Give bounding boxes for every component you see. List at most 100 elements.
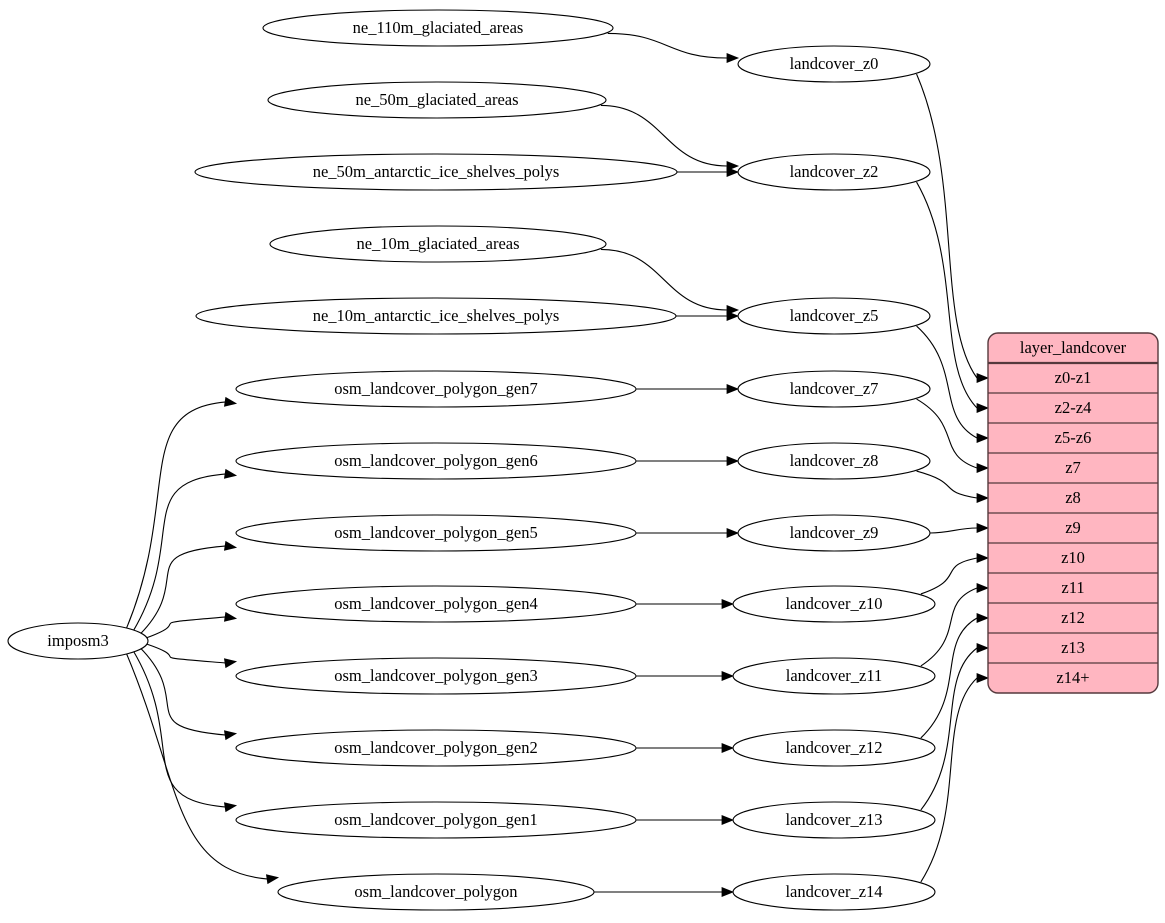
node-ellipse [732, 729, 936, 767]
node-osm_landcover_polygon_gen3[interactable]: osm_landcover_polygon_gen3 [235, 657, 637, 695]
node-osm_landcover_polygon_gen6[interactable]: osm_landcover_polygon_gen6 [235, 442, 637, 480]
node-ellipse [732, 801, 936, 839]
edge-arrowhead [721, 887, 735, 897]
node-ne_50m_glaciated_areas[interactable]: ne_50m_glaciated_areas [267, 81, 607, 119]
node-landcover_z2[interactable]: landcover_z2 [737, 153, 931, 191]
node-ellipse [262, 9, 614, 47]
edge-landcover_z0-to-z0-z1 [916, 73, 978, 379]
edge-arrowhead [223, 802, 238, 813]
edge-arrowhead [265, 874, 280, 885]
edge-arrowhead [721, 743, 735, 753]
edge-arrowhead [976, 463, 990, 473]
edge-arrowhead [223, 396, 238, 407]
edge-landcover_z12-to-z12 [920, 617, 978, 739]
edge-arrowhead [976, 403, 990, 413]
edge-landcover_z14-to-z14+ [920, 677, 978, 883]
node-ellipse [235, 657, 637, 695]
node-ellipse [737, 297, 931, 335]
node-ellipse [732, 585, 936, 623]
edge-arrowhead [726, 311, 740, 321]
node-osm_landcover_polygon_gen7[interactable]: osm_landcover_polygon_gen7 [235, 370, 637, 408]
edge-imposm3-to-osm_landcover_polygon_gen3 [144, 642, 227, 664]
node-landcover_z8[interactable]: landcover_z8 [737, 442, 931, 480]
edge-arrowhead [976, 553, 990, 563]
edge-arrowhead [976, 493, 990, 503]
node-ellipse [737, 514, 931, 552]
edge-arrowhead [721, 599, 735, 609]
node-ellipse [737, 153, 931, 191]
edge-arrowhead [976, 583, 990, 593]
edge-arrowhead [976, 373, 990, 383]
layer-landcover-table: layer_landcoverz0-z1z2-z4z5-z6z7z8z9z10z… [987, 332, 1159, 694]
node-osm_landcover_polygon_gen5[interactable]: osm_landcover_polygon_gen5 [235, 514, 637, 552]
edge-arrowhead [976, 643, 990, 653]
edge-arrowhead [223, 540, 238, 551]
node-ellipse [235, 514, 637, 552]
edge-imposm3-to-osm_landcover_polygon_gen2 [139, 647, 227, 736]
node-landcover_z13[interactable]: landcover_z13 [732, 801, 936, 839]
node-osm_landcover_polygon_gen4[interactable]: osm_landcover_polygon_gen4 [235, 585, 637, 623]
node-ellipse [732, 657, 936, 695]
edge-imposm3-to-osm_landcover_polygon_gen4 [144, 616, 227, 640]
node-landcover_z0[interactable]: landcover_z0 [737, 45, 931, 83]
node-ellipse [235, 370, 637, 408]
node-imposm3[interactable]: imposm3 [7, 622, 149, 660]
node-ellipse [235, 729, 637, 767]
edge-landcover_z10-to-z10 [920, 557, 978, 595]
edge-landcover_z5-to-z5-z6 [916, 325, 978, 439]
edge-landcover_z7-to-z7 [916, 398, 978, 469]
node-ellipse [277, 873, 595, 911]
node-osm_landcover_polygon_gen2[interactable]: osm_landcover_polygon_gen2 [235, 729, 637, 767]
edge-arrowhead [726, 167, 740, 177]
node-ne_110m_glaciated_areas[interactable]: ne_110m_glaciated_areas [262, 9, 614, 47]
edge-arrowhead [976, 523, 990, 533]
edge-arrowhead [721, 671, 735, 681]
node-ne_10m_glaciated_areas[interactable]: ne_10m_glaciated_areas [269, 225, 607, 263]
edge-landcover_z8-to-z8 [916, 470, 978, 499]
edge-arrowhead [726, 305, 740, 315]
node-landcover_z10[interactable]: landcover_z10 [732, 585, 936, 623]
edge-layer [125, 32, 990, 897]
node-landcover_z9[interactable]: landcover_z9 [737, 514, 931, 552]
node-ellipse [235, 585, 637, 623]
edge-arrowhead [223, 611, 238, 622]
node-ellipse [195, 297, 677, 335]
edge-imposm3-to-osm_landcover_polygon_gen7 [125, 401, 227, 629]
node-landcover_z7[interactable]: landcover_z7 [737, 370, 931, 408]
edge-ne_110m_glaciated_areas-to-landcover_z0 [607, 32, 728, 59]
edge-imposm3-to-osm_landcover_polygon_gen6 [132, 473, 227, 632]
node-ellipse [737, 442, 931, 480]
edge-arrowhead [223, 468, 238, 479]
node-ellipse [194, 153, 678, 191]
node-ne_50m_antarctic_ice_shelves_polys[interactable]: ne_50m_antarctic_ice_shelves_polys [194, 153, 678, 191]
node-landcover_z12[interactable]: landcover_z12 [732, 729, 936, 767]
node-ellipse [235, 801, 637, 839]
node-ellipse [737, 370, 931, 408]
node-osm_landcover_polygon[interactable]: osm_landcover_polygon [277, 873, 595, 911]
node-landcover_z5[interactable]: landcover_z5 [737, 297, 931, 335]
node-landcover_z14[interactable]: landcover_z14 [732, 873, 936, 911]
edge-ne_10m_glaciated_areas-to-landcover_z5 [600, 248, 728, 311]
node-ellipse [269, 225, 607, 263]
node-ne_10m_antarctic_ice_shelves_polys[interactable]: ne_10m_antarctic_ice_shelves_polys [195, 297, 677, 335]
node-layer: ne_110m_glaciated_areas ne_50m_glaciated_… [7, 9, 936, 911]
node-ellipse [267, 81, 607, 119]
edge-arrowhead [976, 673, 990, 683]
edge-arrowhead [976, 433, 990, 443]
node-ellipse [7, 622, 149, 660]
edge-imposm3-to-osm_landcover_polygon_gen5 [139, 545, 227, 635]
node-osm_landcover_polygon_gen1[interactable]: osm_landcover_polygon_gen1 [235, 801, 637, 839]
edge-landcover_z11-to-z11 [920, 587, 978, 667]
node-ellipse [737, 45, 931, 83]
edge-landcover_z9-to-z9 [929, 527, 978, 534]
edge-arrowhead [976, 613, 990, 623]
edge-arrowhead [223, 658, 238, 669]
edge-arrowhead [726, 53, 740, 63]
node-ellipse [235, 442, 637, 480]
node-landcover_z11[interactable]: landcover_z11 [732, 657, 936, 695]
edge-arrowhead [223, 730, 238, 741]
edge-arrowhead [721, 815, 735, 825]
edge-ne_50m_glaciated_areas-to-landcover_z2 [600, 104, 728, 167]
